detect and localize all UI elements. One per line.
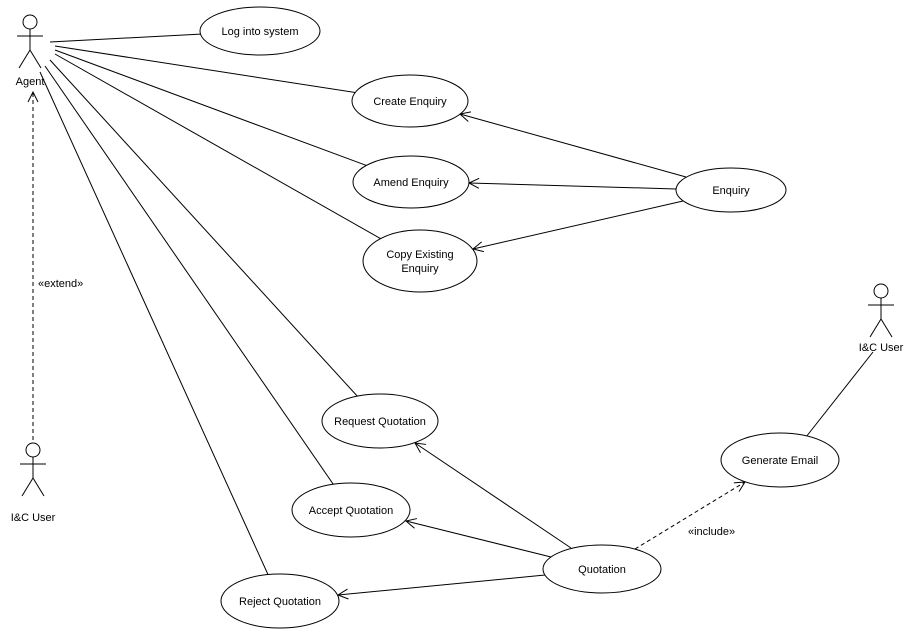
actor-label: I&C User — [11, 512, 56, 524]
use-case-label: Accept Quotation — [309, 505, 393, 517]
connector-stereotype-ic-user-extends-agent: «extend» — [38, 278, 83, 290]
connector-quotation-accept-quotation — [406, 521, 552, 558]
use-case-ellipse — [720, 432, 840, 488]
connector-quotation-generate-email — [634, 482, 745, 550]
connector-enquiry-amend-enquiry — [469, 183, 677, 190]
actor-leg-right — [880, 318, 893, 338]
use-case-generate-email: Generate Email — [720, 432, 840, 488]
use-case-label: Reject Quotation — [239, 596, 321, 608]
use-case-amend-enquiry: Amend Enquiry — [352, 155, 470, 209]
use-case-ellipse — [220, 573, 340, 629]
actor-head — [873, 283, 889, 299]
use-case-accept-quotation: Accept Quotation — [291, 482, 411, 538]
actor-label: I&C User — [859, 342, 904, 354]
actor-head — [22, 14, 38, 30]
use-case-ellipse — [675, 167, 787, 213]
use-case-create-enquiry: Create Enquiry — [351, 74, 469, 128]
actor-label: Agent — [16, 76, 45, 88]
use-case-label: Amend Enquiry — [373, 177, 449, 189]
use-case-enquiry: Enquiry — [675, 167, 787, 213]
connector-stereotype-quotation-generate-email: «include» — [688, 526, 735, 538]
actor-leg-left — [869, 318, 882, 338]
use-case-label: Create Enquiry — [373, 96, 447, 108]
connector-agent-accept-quotation — [44, 65, 352, 511]
use-case-ellipse — [542, 544, 662, 594]
use-case-quotation: Quotation — [542, 544, 662, 594]
actor-ic-user-left: I&C User — [11, 442, 56, 524]
connector-agent-request-quotation — [49, 59, 381, 422]
use-case-ellipse — [352, 155, 470, 209]
actor-leg-right — [32, 477, 45, 497]
connector-agent-amend-enquiry — [54, 49, 412, 183]
connector-enquiry-copy-existing-enquiry — [473, 200, 684, 249]
actor-ic-user-right: I&C User — [859, 283, 904, 354]
use-case-ellipse — [362, 229, 478, 293]
connector-agent-create-enquiry — [54, 45, 411, 102]
connector-agent-reject-quotation — [39, 71, 281, 602]
use-case-label: Request Quotation — [334, 416, 426, 428]
actor-leg-right — [29, 49, 42, 69]
connector-quotation-reject-quotation — [338, 574, 546, 595]
actor-leg-left — [21, 477, 34, 497]
use-case-log-into-system: Log into system — [199, 6, 321, 56]
use-case-label: Copy Existing — [386, 249, 453, 261]
connector-quotation-request-quotation — [415, 443, 572, 549]
use-case-reject-quotation: Reject Quotation — [220, 573, 340, 629]
connector-agent-copy-existing-enquiry — [54, 53, 421, 262]
actor-agent: Agent — [16, 14, 45, 88]
use-case-label: Log into system — [221, 26, 298, 38]
use-case-ellipse — [351, 74, 469, 128]
use-case-ellipse — [321, 393, 439, 449]
use-case-ellipse — [291, 482, 411, 538]
connector-enquiry-create-enquiry — [460, 114, 687, 178]
use-case-label: Quotation — [578, 564, 626, 576]
connector-ic-user-generate-email — [805, 351, 874, 438]
actor-leg-left — [18, 49, 31, 69]
use-case-label: Enquiry — [712, 185, 750, 197]
actor-head — [25, 442, 41, 458]
use-case-label: Enquiry — [401, 263, 439, 275]
use-case-label: Generate Email — [742, 455, 818, 467]
use-case-ellipse — [199, 6, 321, 56]
use-case-request-quotation: Request Quotation — [321, 393, 439, 449]
